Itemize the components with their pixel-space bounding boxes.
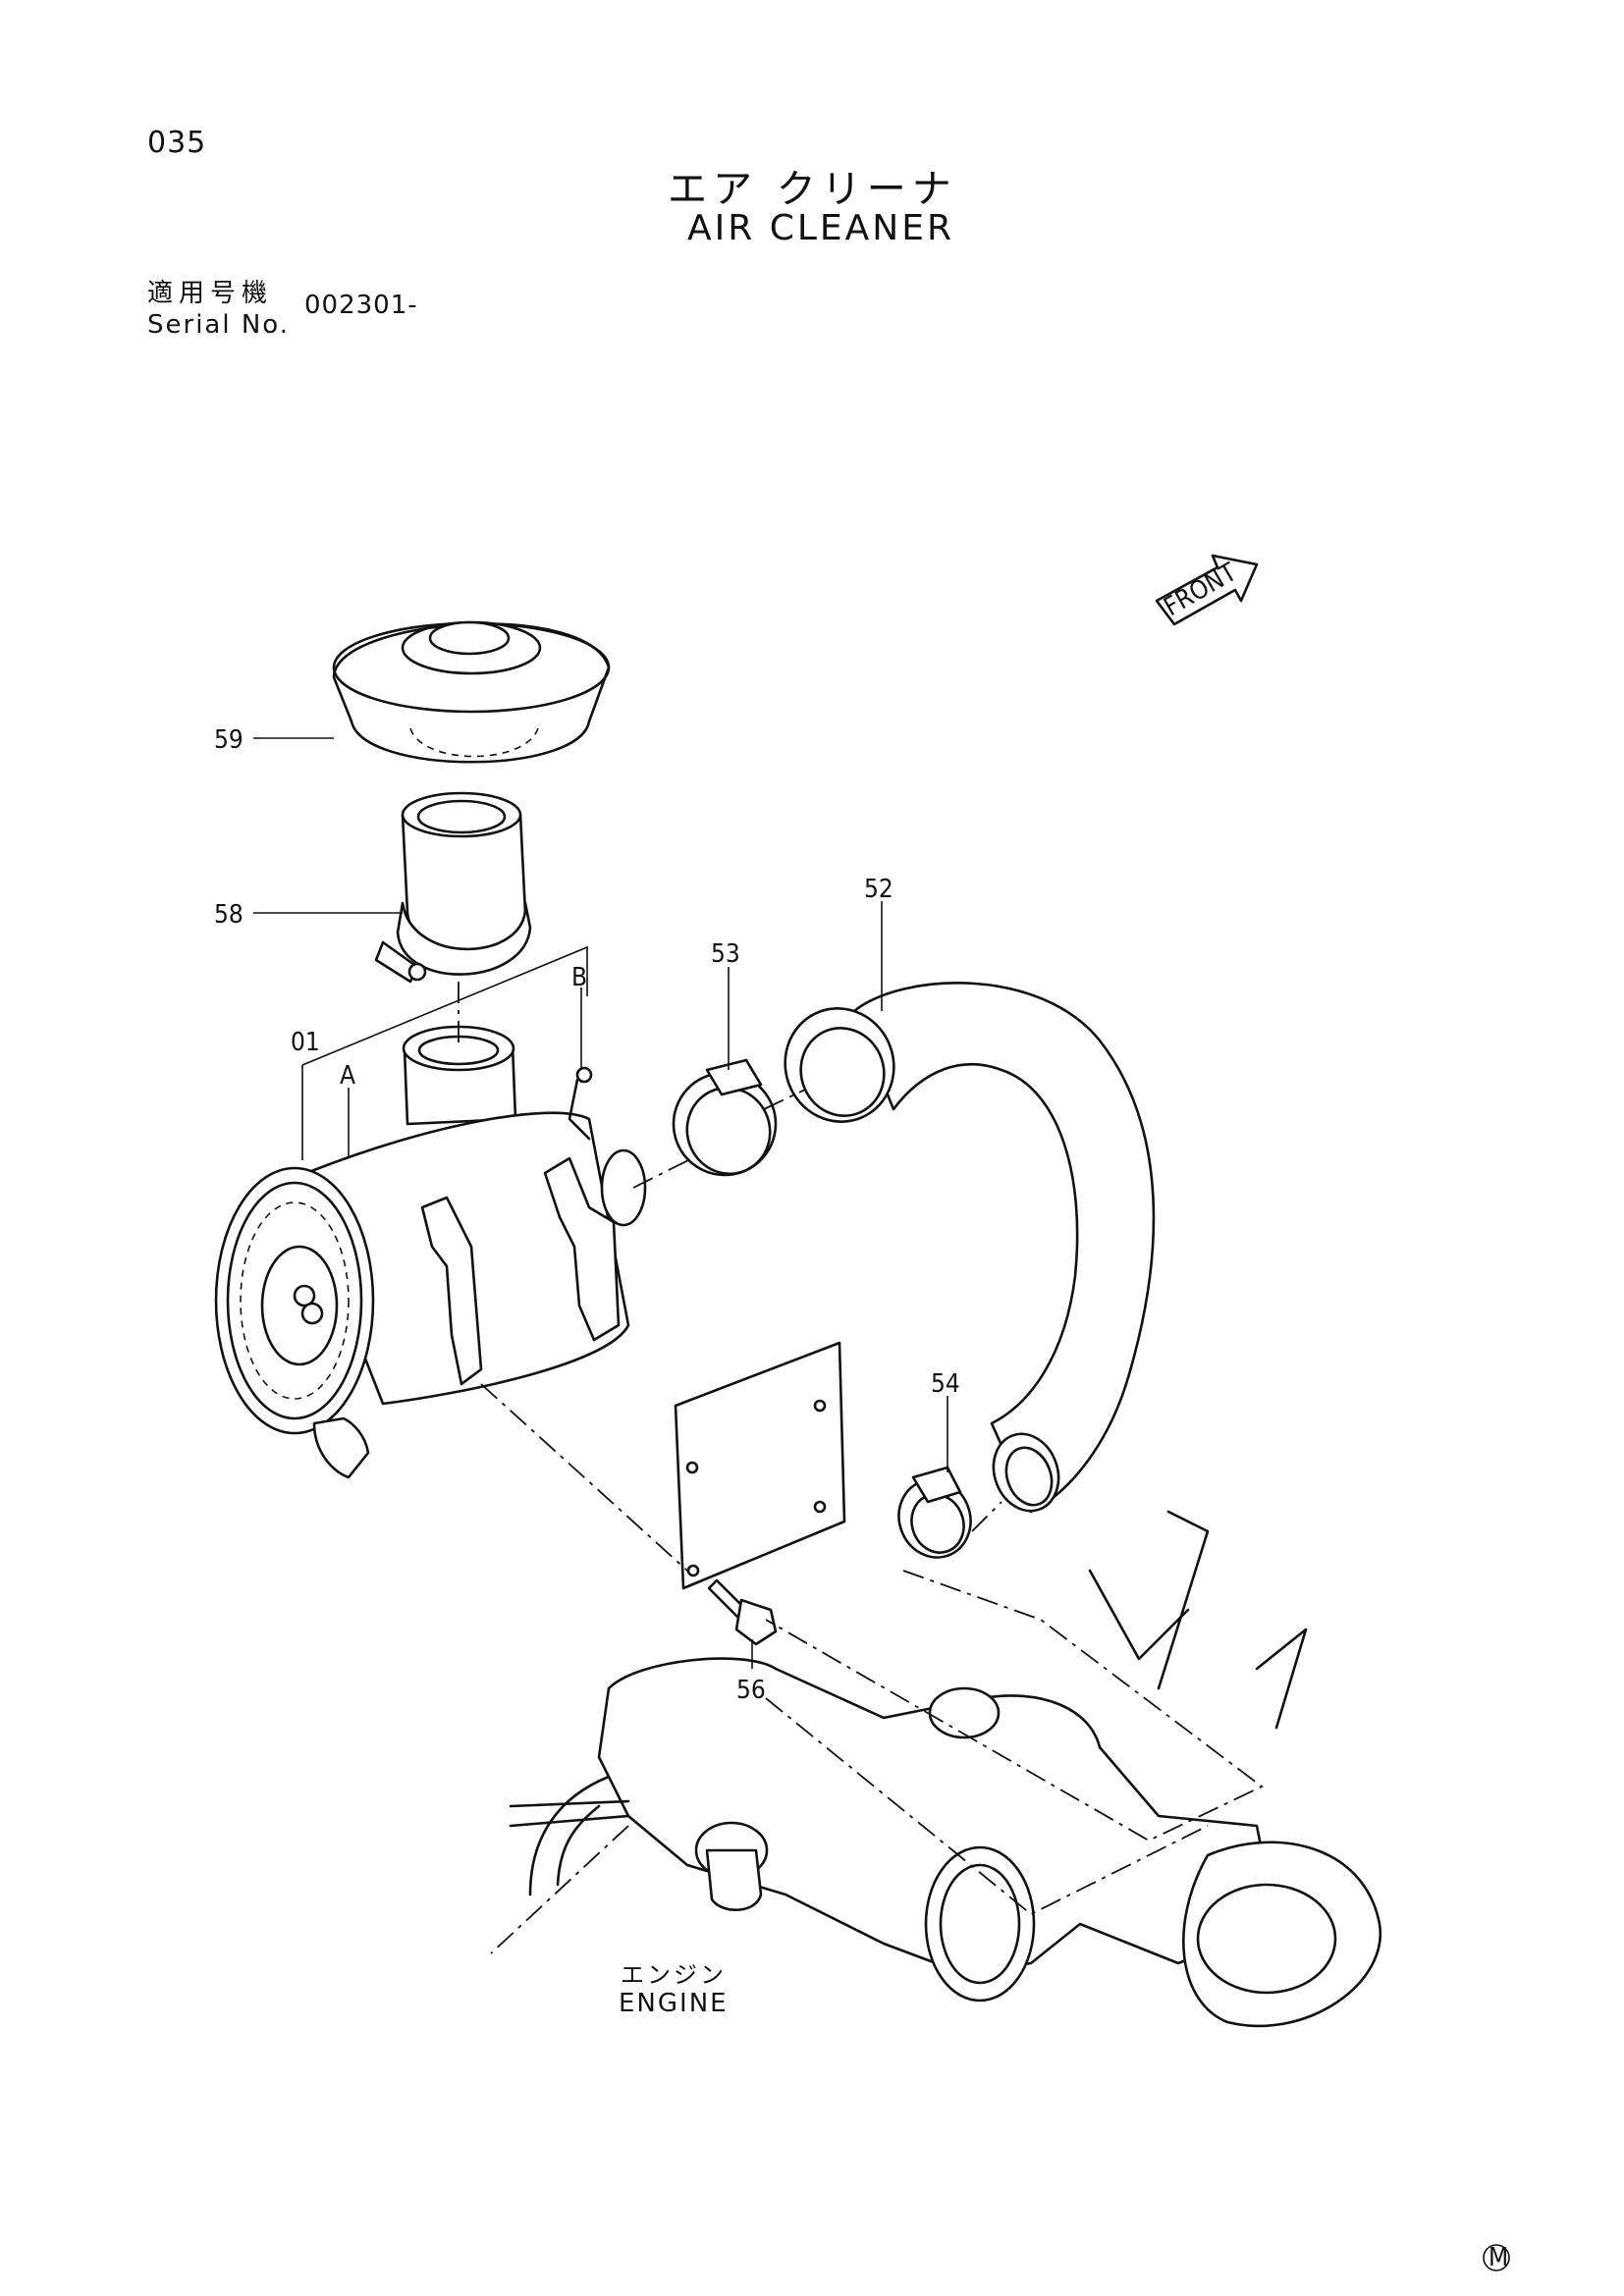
callout-59: 59 (214, 725, 244, 755)
serial-number-value: 002301- (304, 291, 418, 320)
part-54-hose-clamp[interactable] (888, 1466, 981, 1568)
callout-01: 01 (291, 1028, 320, 1057)
serial-label-english: Serial No. (147, 310, 290, 340)
engine-assembly (509, 1510, 1382, 2028)
part-59-precleaner-cap[interactable] (332, 620, 611, 764)
callout-56: 56 (736, 1676, 766, 1705)
part-52-intake-hose[interactable] (769, 982, 1156, 1520)
part-56-bolt[interactable] (707, 1578, 778, 1646)
engine-label-japanese: エンジン (621, 1961, 727, 1989)
callout-52: 52 (864, 875, 893, 904)
front-arrow-label: FRONT (1160, 558, 1243, 622)
part-01-air-cleaner-body[interactable] (214, 1025, 647, 1479)
part-58-inlet-tube[interactable] (374, 791, 532, 984)
serial-label-japanese: 適用号機 (147, 279, 274, 308)
leader-lines (253, 737, 948, 1669)
engine-label-english: ENGINE (619, 1989, 729, 2018)
part-53-hose-clamp[interactable] (659, 1058, 789, 1189)
alignment-lines (458, 982, 1264, 1954)
callout-53: 53 (711, 939, 740, 969)
front-arrow-icon: FRONT (1155, 554, 1259, 626)
callout-58: 58 (214, 900, 244, 930)
title-english: AIR CLEANER (687, 208, 954, 248)
callout-B: B (571, 963, 587, 992)
callout-54: 54 (931, 1369, 960, 1399)
mounting-plate (674, 1341, 846, 1590)
title-japanese: エア クリーナ (668, 167, 957, 212)
circled-m-mark: M (1483, 2243, 1510, 2272)
mark-letter: M (1489, 2243, 1508, 2272)
page-number: 035 (147, 126, 207, 160)
callout-A: A (340, 1061, 355, 1091)
